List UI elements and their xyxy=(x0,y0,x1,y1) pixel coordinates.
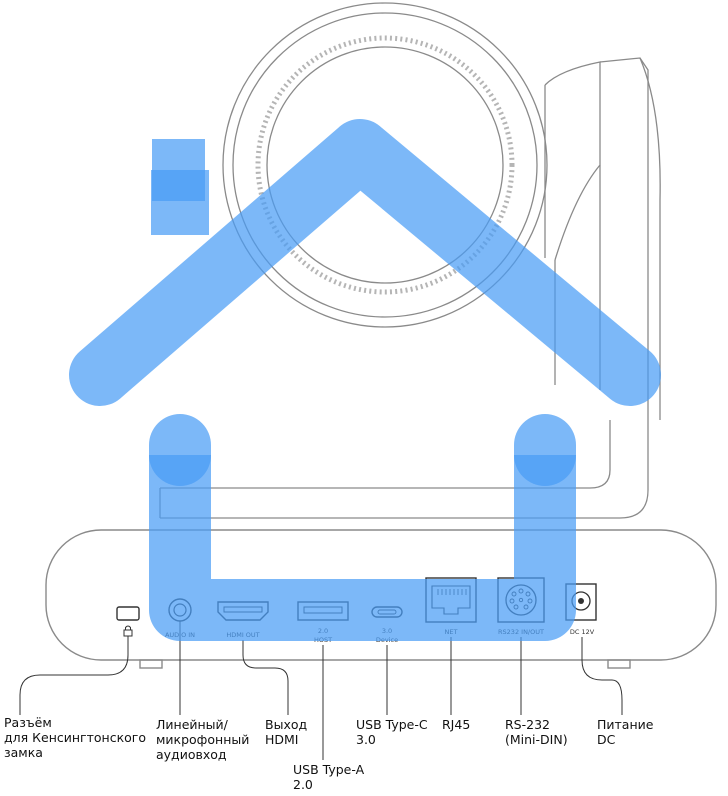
dc-text: DC 12V xyxy=(570,628,595,636)
label-power: Питание DC xyxy=(597,717,654,747)
label-usb-a: USB Type-A 2.0 xyxy=(293,762,365,792)
home-icon xyxy=(69,119,661,641)
leader-lines xyxy=(19,621,623,760)
label-usb-c: USB Type-C 3.0 xyxy=(356,717,428,747)
label-rj45: RJ45 xyxy=(442,717,471,732)
label-kensington: Разъём для Кенсингтонского замка xyxy=(4,715,146,760)
label-hdmi: Выход HDMI xyxy=(265,717,308,747)
label-audio-input: Линейный/ микрофонный аудиовход xyxy=(156,717,250,762)
label-rs232: RS-232 (Mini-DIN) xyxy=(505,717,568,747)
